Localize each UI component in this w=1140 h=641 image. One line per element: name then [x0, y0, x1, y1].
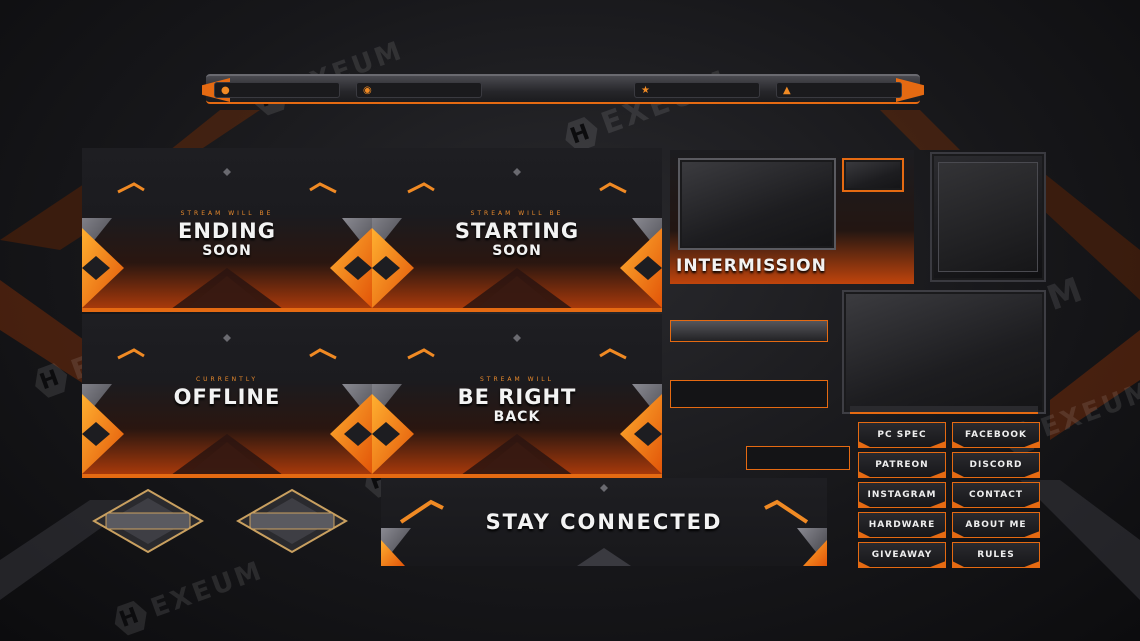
scene-subtitle: SOON [202, 243, 252, 259]
user-icon: ● [221, 85, 230, 96]
panel-giveaway[interactable]: GIVEAWAY [858, 542, 946, 568]
scene-subtitle: SOON [492, 243, 542, 259]
scene-kicker: STREAM WILL BE [180, 210, 274, 217]
panel-instagram[interactable]: INSTAGRAM [858, 482, 946, 508]
scene-title: BE RIGHT [457, 385, 577, 409]
ending-soon-scene: STREAM WILL BE ENDING SOON [82, 148, 372, 312]
scene-kicker: STREAM WILL BE [470, 210, 564, 217]
webcam-frame [678, 158, 836, 250]
panel-discord[interactable]: DISCORD [952, 452, 1040, 478]
scene-subtitle: BACK [493, 409, 541, 425]
main-webcam-frame [842, 290, 1046, 414]
alert-bar-2 [670, 380, 828, 408]
stay-connected-banner: STAY CONNECTED [381, 478, 827, 566]
alert-badge-1 [92, 488, 204, 554]
starting-soon-scene: STREAM WILL BE STARTING SOON [372, 148, 662, 312]
star-icon: ★ [641, 85, 650, 96]
info-slot-2: ◉ [356, 82, 482, 98]
scene-kicker: CURRENTLY [195, 376, 259, 383]
chat-frame [842, 158, 904, 192]
intermission-scene: INTERMISSION [670, 150, 914, 284]
scene-title: STARTING [454, 219, 580, 243]
top-info-bar: ● ◉ ★ ▲ [206, 74, 924, 104]
panel-pc-spec[interactable]: PC SPEC [858, 422, 946, 448]
offline-scene: CURRENTLY OFFLINE [82, 314, 372, 478]
vertical-cam-inner [938, 162, 1038, 272]
scene-title: ENDING [178, 219, 276, 243]
watermark: HEXEUM [109, 554, 269, 640]
panel-contact[interactable]: CONTACT [952, 482, 1040, 508]
panel-about-me[interactable]: ABOUT ME [952, 512, 1040, 538]
panel-rules[interactable]: RULES [952, 542, 1040, 568]
vertical-cam-frame [930, 152, 1046, 282]
panel-patreon[interactable]: PATREON [858, 452, 946, 478]
alert-bar-1 [670, 320, 828, 342]
webcam-base-accent [850, 406, 1038, 414]
info-slot-1: ● [214, 82, 340, 98]
info-slot-4: ▲ [776, 82, 902, 98]
intermission-label: INTERMISSION [676, 256, 827, 276]
drop-icon: ▲ [783, 85, 791, 96]
info-slot-3: ★ [634, 82, 760, 98]
panel-hardware[interactable]: HARDWARE [858, 512, 946, 538]
scene-kicker: STREAM WILL [479, 376, 554, 383]
banner-decoration [381, 484, 827, 566]
alert-bar-3 [746, 446, 850, 470]
stay-connected-label: STAY CONNECTED [485, 510, 723, 534]
scene-title: OFFLINE [173, 385, 281, 409]
be-right-back-scene: STREAM WILL BE RIGHT BACK [372, 314, 662, 478]
alert-badge-2 [236, 488, 348, 554]
panel-facebook[interactable]: FACEBOOK [952, 422, 1040, 448]
coin-icon: ◉ [363, 85, 372, 96]
